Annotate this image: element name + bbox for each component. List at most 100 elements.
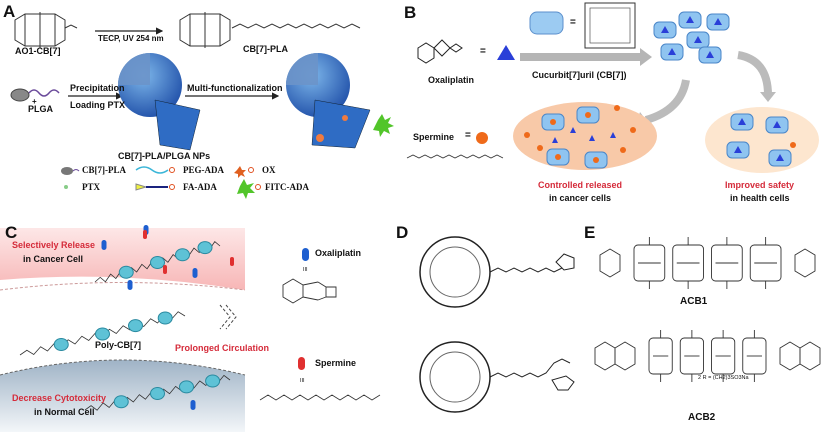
np-label: CB[7]-PLA/PLGA NPs xyxy=(118,151,211,161)
ao1-cb7-label: AO1-CB[7] xyxy=(15,46,61,56)
healthy-cell-area xyxy=(705,107,819,173)
cb7-icon xyxy=(529,11,564,35)
cb7-bead-icon xyxy=(53,338,69,351)
cancer-cells-sub: in cancer cells xyxy=(549,193,612,203)
acb2-structure xyxy=(594,330,821,382)
legend-fa-ada: FA-ADA xyxy=(183,182,217,192)
cb7-bead-icon xyxy=(113,395,129,409)
cb7-pla-label: CB[7]-PLA xyxy=(243,44,288,54)
equals-sign-3: = xyxy=(465,130,471,141)
panel-label-a: A xyxy=(3,2,16,21)
selective-release-sub: in Cancer Cell xyxy=(23,254,84,264)
spermine-dot-icon xyxy=(593,157,599,163)
oxaliplatin-label-c: Oxaliplatin xyxy=(315,248,362,258)
cb7-biotin-conjugate-1 xyxy=(419,236,575,308)
ao1-cb7-structure xyxy=(14,12,78,48)
acb1-label: ACB1 xyxy=(680,296,708,307)
spermine-pill-icon xyxy=(163,265,167,274)
safety-arrow xyxy=(737,51,772,96)
cb7-structure-box xyxy=(584,2,636,49)
cb7-biotin-conjugate-2 xyxy=(419,341,575,413)
legend-cb7-pla: CB[7]-PLA xyxy=(82,165,126,175)
spermine-structure xyxy=(406,154,504,159)
spermine-dot-icon xyxy=(550,119,556,125)
drug-triangle-icon xyxy=(552,137,558,143)
aromatic-ring xyxy=(594,341,616,371)
drug-triangle-icon xyxy=(734,146,742,153)
legend-fitc-ada: FITC-ADA xyxy=(265,182,309,192)
drug-triangle-icon xyxy=(610,132,616,138)
cb7-bead-icon xyxy=(95,327,110,341)
aromatic-ring xyxy=(799,341,821,371)
spermine-pill-icon xyxy=(298,357,305,370)
r-group-label: 2 R = (CH2)3SO3Na xyxy=(698,375,749,381)
oxaliplatin-pill-icon xyxy=(190,400,196,410)
aromatic-ring xyxy=(599,248,621,278)
drug-triangle-icon xyxy=(686,16,694,23)
drug-triangle-icon xyxy=(589,135,595,141)
cancer-cell-region xyxy=(0,228,245,290)
cb7-label: Cucurbit[7]uril (CB[7]) xyxy=(532,70,627,80)
cb7-bead-icon xyxy=(205,374,221,388)
spermine-dot-icon xyxy=(555,154,561,160)
plga-label: PLGA xyxy=(28,104,54,114)
spermine-pill-icon xyxy=(230,257,234,266)
spermine-dot-icon xyxy=(585,112,591,118)
acb2-label: ACB2 xyxy=(688,412,716,423)
oxaliplatin-structure-c xyxy=(282,278,337,304)
drug-triangle-icon xyxy=(706,51,714,58)
drug-triangle-icon xyxy=(668,48,676,55)
nanoparticle-section xyxy=(154,99,201,151)
spermine-dot-icon xyxy=(537,145,543,151)
legend-peg-ada: PEG-ADA xyxy=(183,165,224,175)
plus-sign: + xyxy=(32,97,37,106)
spermine-dot-icon xyxy=(524,132,530,138)
equiv-sign-2: III xyxy=(300,378,305,384)
transition-arrow xyxy=(219,304,237,330)
acb1-structure xyxy=(599,237,816,289)
plga-icon xyxy=(10,88,60,102)
complexation-arrow xyxy=(520,48,652,66)
spermine-dot-icon xyxy=(614,105,620,111)
spermine-label-c: Spermine xyxy=(315,358,357,368)
legend-ox: OX xyxy=(262,165,276,175)
oxaliplatin-label: Oxaliplatin xyxy=(428,75,475,85)
spermine-structure-c xyxy=(259,394,381,401)
fitc-icon xyxy=(373,114,394,137)
complex-cluster xyxy=(653,11,730,64)
drug-triangle-icon xyxy=(714,18,722,25)
decrease-cytotoxicity-sub: in Normal Cell xyxy=(34,407,95,417)
oxaliplatin-triangle-icon xyxy=(497,45,515,60)
cb7-bead-icon xyxy=(179,380,194,394)
spermine-dot-icon xyxy=(630,127,636,133)
legend-ptx: PTX xyxy=(82,182,100,192)
cb7-pla-structure xyxy=(179,12,361,48)
poly-cb7-label: Poly-CB[7] xyxy=(95,340,142,350)
spermine-dot-icon xyxy=(476,132,488,144)
spermine-label-b: Spermine xyxy=(413,132,455,142)
legend-icons xyxy=(61,166,261,199)
panel-label-b: B xyxy=(404,3,417,22)
spermine-dot-icon xyxy=(620,147,626,153)
oxaliplatin-pill-icon xyxy=(101,240,107,250)
reagent-label: TECP, UV 254 nm xyxy=(98,34,164,43)
panel-label-c: C xyxy=(5,223,18,242)
selective-release-title: Selectively Release xyxy=(12,240,96,250)
panel-label-d: D xyxy=(396,223,409,242)
health-cells-title: Improved safety xyxy=(725,180,795,190)
precipitation-label: Precipitation xyxy=(70,83,125,93)
cb7-bead-icon xyxy=(150,387,165,400)
equiv-sign-1: III xyxy=(303,267,308,273)
cb7-bead-icon xyxy=(128,319,143,333)
health-cells-sub: in health cells xyxy=(730,193,790,203)
cb7-bead-icon xyxy=(157,311,173,325)
oxaliplatin-structure xyxy=(417,39,463,64)
panel-label-e: E xyxy=(584,223,596,242)
multi-functionalization-label: Multi-functionalization xyxy=(187,83,283,93)
drug-triangle-icon xyxy=(776,154,784,161)
drug-triangle-icon xyxy=(570,127,576,133)
spermine-dot-icon xyxy=(790,142,796,148)
equals-sign-1: = xyxy=(480,46,486,57)
